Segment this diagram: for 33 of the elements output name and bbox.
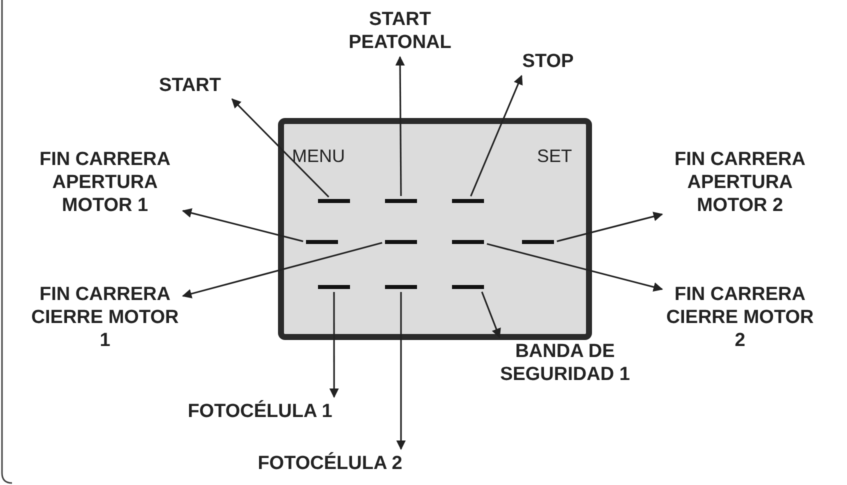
- leader-arrow: [395, 56, 405, 196]
- leader-arrow: [231, 98, 330, 198]
- display-segment: [522, 240, 554, 244]
- display-segment: [385, 285, 417, 289]
- screen-text: MENU: [292, 146, 345, 167]
- callout-label: START: [150, 74, 230, 97]
- leader-arrow: [329, 292, 339, 398]
- leader-arrow: [182, 242, 382, 298]
- leader-arrow: [556, 212, 664, 242]
- screen-text: SET: [536, 146, 572, 167]
- leader-arrow: [470, 74, 523, 196]
- leader-arrow: [182, 208, 304, 242]
- callout-label: FOTOCÉLULA 1: [182, 400, 338, 423]
- callout-label: STOP: [520, 50, 576, 73]
- display-segment: [385, 240, 417, 244]
- callout-label: START PEATONAL: [330, 8, 470, 54]
- callout-label: FIN CARRERA APERTURA MOTOR 1: [30, 148, 180, 217]
- callout-label: FOTOCÉLULA 2: [252, 452, 408, 475]
- callout-label: BANDA DE SEGURIDAD 1: [478, 340, 652, 386]
- display-segment: [318, 285, 350, 289]
- callout-label: FIN CARRERA CIERRE MOTOR 2: [665, 283, 815, 352]
- display-screen: [278, 118, 592, 340]
- display-segment: [306, 240, 338, 244]
- leader-arrow: [486, 243, 664, 292]
- display-segment: [452, 199, 484, 203]
- display-segment: [452, 240, 484, 244]
- display-segment: [318, 199, 350, 203]
- callout-label: FIN CARRERA APERTURA MOTOR 2: [665, 148, 815, 217]
- leader-arrow: [481, 292, 501, 338]
- callout-label: FIN CARRERA CIERRE MOTOR 1: [30, 283, 180, 352]
- display-segment: [452, 285, 484, 289]
- display-segment: [385, 199, 417, 203]
- leader-arrow: [396, 292, 406, 450]
